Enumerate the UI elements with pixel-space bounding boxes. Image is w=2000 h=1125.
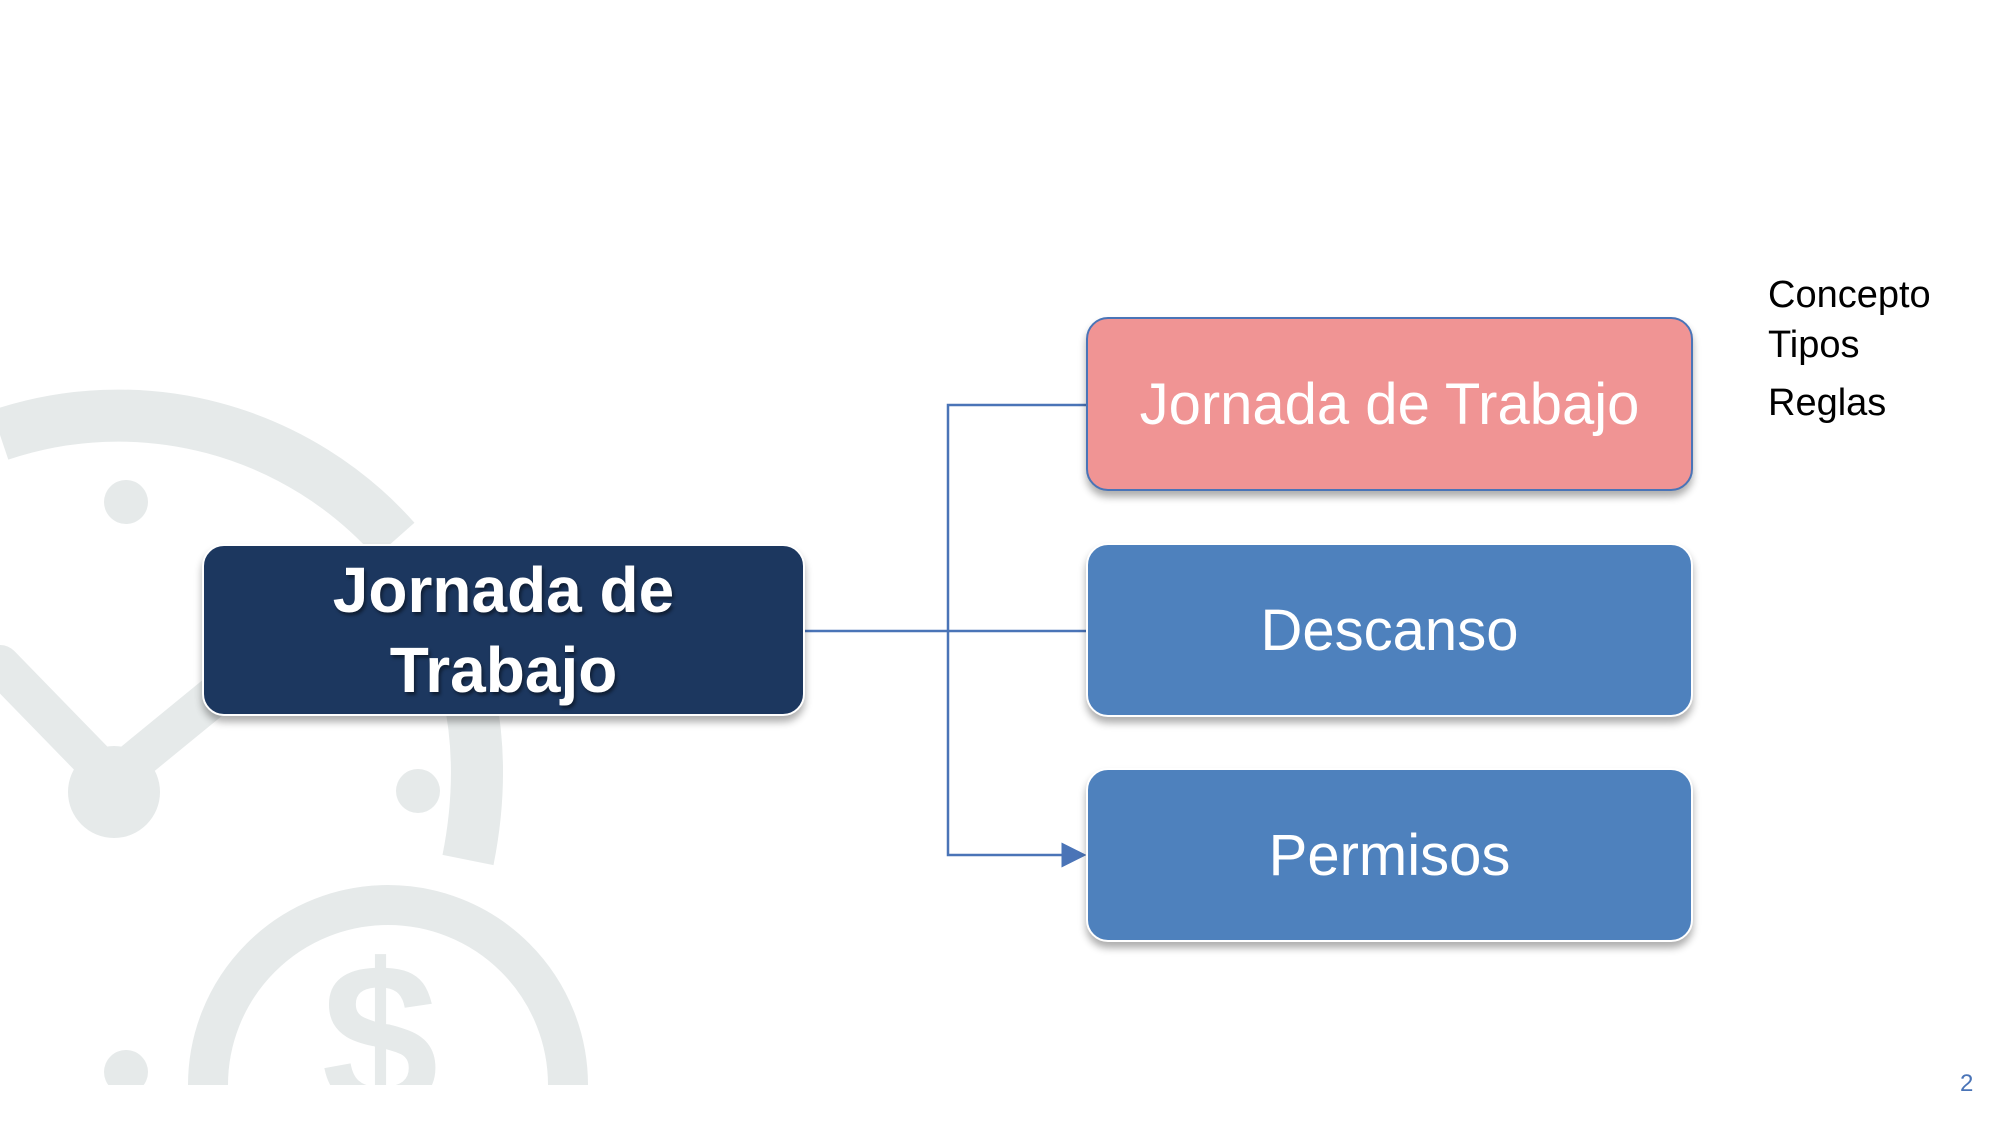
connector-to-jornada — [805, 403, 1086, 633]
main-node-label-line1: Jornada de — [332, 554, 675, 626]
child-node-label: Descanso — [1260, 597, 1519, 663]
child-node-descanso: Descanso — [1086, 543, 1693, 717]
main-node-jornada-de-trabajo: Jornada de Trabajo — [202, 544, 805, 716]
connector-to-permisos — [946, 631, 1087, 868]
child-node-label: Jornada de Trabajo — [1139, 371, 1640, 437]
child-node-permisos: Permisos — [1086, 768, 1693, 942]
main-node-label-line2: Trabajo — [389, 634, 618, 706]
dollar-coin-icon: $ — [0, 885, 2000, 1125]
side-list-item-reglas: Reglas — [1768, 382, 1887, 424]
page-number: 2 — [1960, 1070, 1974, 1097]
side-list-item-tipos: Tipos — [1768, 324, 1860, 366]
child-node-label: Permisos — [1268, 822, 1511, 888]
side-list-item-concepto: Concepto — [1768, 274, 1931, 316]
side-list: Concepto Tipos Reglas — [1768, 270, 1931, 428]
child-node-jornada-de-trabajo: Jornada de Trabajo — [1086, 317, 1693, 491]
